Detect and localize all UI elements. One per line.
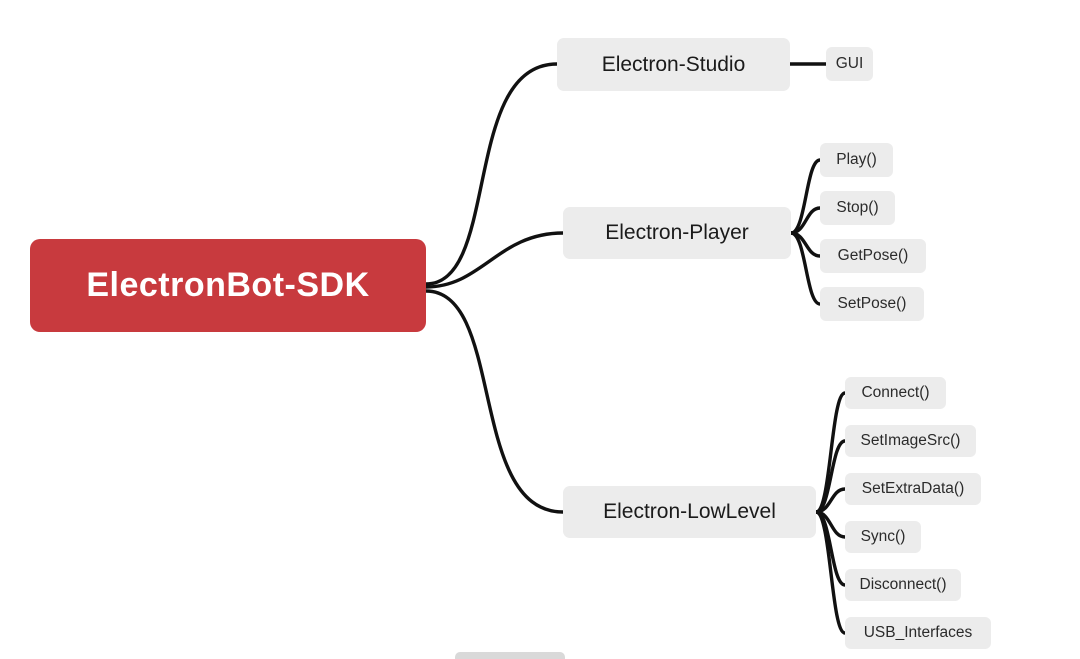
- node-play[interactable]: Play(): [820, 143, 893, 177]
- node-stop[interactable]: Stop(): [820, 191, 895, 225]
- node-setextradata[interactable]: SetExtraData(): [845, 473, 981, 505]
- node-getpose[interactable]: GetPose(): [820, 239, 926, 273]
- node-electronbot-sdk[interactable]: ElectronBot-SDK: [30, 239, 426, 332]
- node-gui[interactable]: GUI: [826, 47, 873, 81]
- node-setpose[interactable]: SetPose(): [820, 287, 924, 321]
- partial-node-bottom: [455, 652, 565, 659]
- connector-player-setpose: [789, 231, 822, 306]
- connector-root-lowlevel: [424, 289, 565, 514]
- connector-root-player: [424, 231, 565, 289]
- node-usb-interfaces[interactable]: USB_Interfaces: [845, 617, 991, 649]
- connector-lowlevel-usbinterfaces: [814, 510, 847, 635]
- connector-root-studio: [424, 62, 559, 286]
- node-setimagesrc[interactable]: SetImageSrc(): [845, 425, 976, 457]
- node-disconnect[interactable]: Disconnect(): [845, 569, 961, 601]
- node-sync[interactable]: Sync(): [845, 521, 921, 553]
- node-electron-lowlevel[interactable]: Electron-LowLevel: [563, 486, 816, 538]
- node-electron-studio[interactable]: Electron-Studio: [557, 38, 790, 91]
- node-connect[interactable]: Connect(): [845, 377, 946, 409]
- node-electron-player[interactable]: Electron-Player: [563, 207, 791, 259]
- connector-lowlevel-connect: [814, 391, 847, 514]
